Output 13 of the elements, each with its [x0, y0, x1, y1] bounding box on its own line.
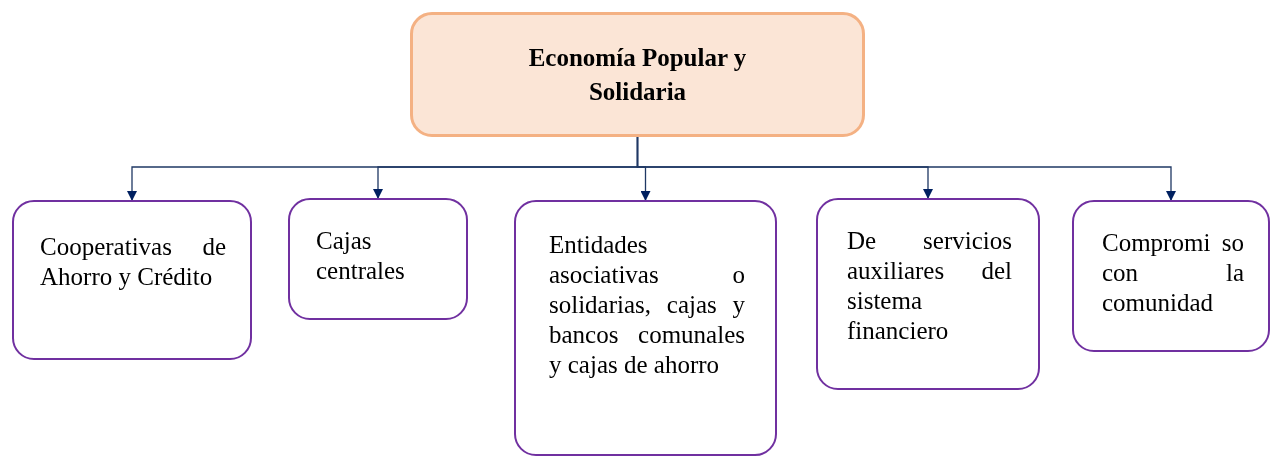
- category-text: Entidades asociativas o solidarias, cajas y bancos comunales y cajas de ahorro: [549, 230, 745, 380]
- category-box: [12, 200, 252, 360]
- category-box: [288, 198, 468, 320]
- category-box: [816, 198, 1040, 390]
- category-text: Compromi so con la comunidad: [1102, 228, 1244, 318]
- category-text: De servicios auxiliares del sistema financiero: [847, 226, 1012, 346]
- root-box: [410, 12, 865, 137]
- category-text: Cooperativas de Ahorro y Crédito: [40, 232, 226, 292]
- title-text: Economía Popular y Solidaria: [527, 42, 748, 107]
- arrow: [636, 136, 1176, 201]
- category-text: Cajas centrales: [316, 226, 406, 286]
- category-box: [1072, 200, 1270, 352]
- category-box: [514, 200, 777, 456]
